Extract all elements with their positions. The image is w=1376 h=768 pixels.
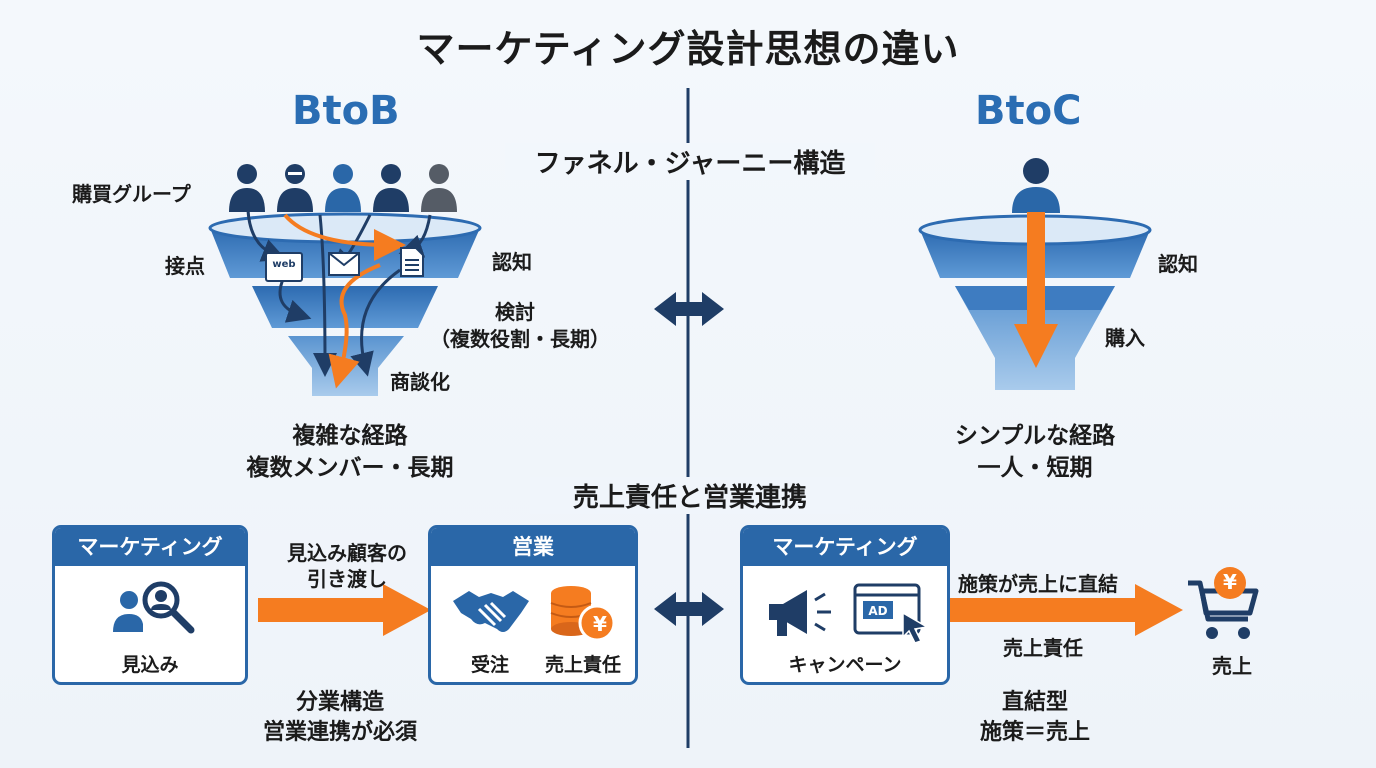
page-title: マーケティング設計思想の違い — [416, 27, 960, 71]
btoc-caption-line2: 一人・短期 — [977, 455, 1093, 481]
btoc-marketing-box: マーケティング AD キャンペーン — [740, 525, 950, 685]
buying-group-label: 購買グループ — [72, 182, 191, 206]
btoc-awareness-label: 認知 — [1158, 252, 1198, 276]
handoff-label: 見込み顧客の 引き渡し — [262, 540, 432, 592]
handshake-icon — [453, 591, 529, 632]
sales-title: 営業 — [431, 528, 635, 566]
ad-label: AD — [868, 604, 888, 618]
yen-coin-icon: ¥ — [593, 612, 607, 636]
btoc-caption-line1: シンプルな経路 — [954, 423, 1116, 449]
direct-sales-arrow — [950, 584, 1183, 636]
revenue-responsibility-label: 売上責任 — [544, 654, 621, 676]
btoc-flow-caption-line1: 直結型 — [1001, 690, 1068, 715]
btoc-flow-caption-line2: 施策＝売上 — [979, 720, 1090, 745]
btoc-purchase-label: 購入 — [1105, 326, 1145, 350]
sales-box: 営業 ¥ 受注 売上責任 — [428, 525, 638, 685]
btoc-heading: BtoC — [975, 88, 1082, 134]
document-icon — [400, 247, 424, 277]
btob-marketing-title: マーケティング — [55, 528, 245, 566]
btob-caption-line2: 複数メンバー・長期 — [246, 455, 454, 481]
campaign-label: キャンペーン — [788, 654, 902, 676]
prospect-search-icon — [113, 581, 195, 634]
buying-group-people — [229, 164, 457, 212]
web-icon-label: web — [272, 259, 296, 270]
sales-label: 売上 — [1212, 654, 1252, 678]
compare-arrow-sales — [654, 592, 724, 626]
touchpoint-label: 接点 — [165, 254, 205, 278]
consideration-note: （複数役割・長期） — [430, 327, 610, 351]
opportunity-label: 商談化 — [390, 370, 450, 394]
handoff-arrow — [258, 584, 431, 636]
btob-caption-line1: 複雑な経路 — [292, 423, 408, 449]
section-funnel-heading: ファネル・ジャーニー構造 — [505, 143, 875, 180]
btoc-revenue-responsibility-label: 売上責任 — [1003, 636, 1083, 660]
handoff-line2: 引き渡し — [307, 567, 387, 591]
shopping-cart-icon — [1188, 567, 1259, 639]
btoc-purchase-arrow — [1014, 212, 1058, 368]
cart-yen-icon: ¥ — [1223, 570, 1237, 594]
direct-link-label: 施策が売上に直結 — [958, 572, 1118, 596]
btob-flow-caption: 分業構造 営業連携が必須 — [190, 688, 490, 748]
btob-heading: BtoB — [292, 88, 400, 134]
order-label: 受注 — [470, 654, 509, 676]
ad-screen-icon — [853, 583, 930, 644]
btob-flow-caption-line2: 営業連携が必須 — [262, 720, 417, 745]
btob-caption: 複雑な経路 複数メンバー・長期 — [200, 420, 500, 484]
btoc-person-icon — [1012, 158, 1060, 213]
btob-awareness-label: 認知 — [492, 250, 532, 274]
web-icon: web — [265, 252, 303, 282]
compare-arrow-funnel — [654, 292, 724, 326]
consideration-label: 検討 — [495, 300, 535, 324]
prospect-label: 見込み — [121, 654, 179, 676]
btoc-marketing-title: マーケティング — [743, 528, 947, 566]
section-sales-heading: 売上責任と営業連携 — [530, 477, 850, 514]
coins-icon — [550, 586, 616, 642]
center-divider — [686, 88, 690, 748]
handoff-line1: 見込み顧客の — [287, 541, 407, 565]
btob-journey-paths — [246, 209, 432, 389]
mail-icon — [328, 252, 360, 276]
btoc-flow-caption: 直結型 施策＝売上 — [885, 688, 1185, 748]
btob-marketing-box: マーケティング 見込み — [52, 525, 248, 685]
btob-flow-caption-line1: 分業構造 — [295, 690, 384, 715]
btoc-caption: シンプルな経路 一人・短期 — [885, 420, 1185, 484]
megaphone-icon — [769, 590, 831, 636]
